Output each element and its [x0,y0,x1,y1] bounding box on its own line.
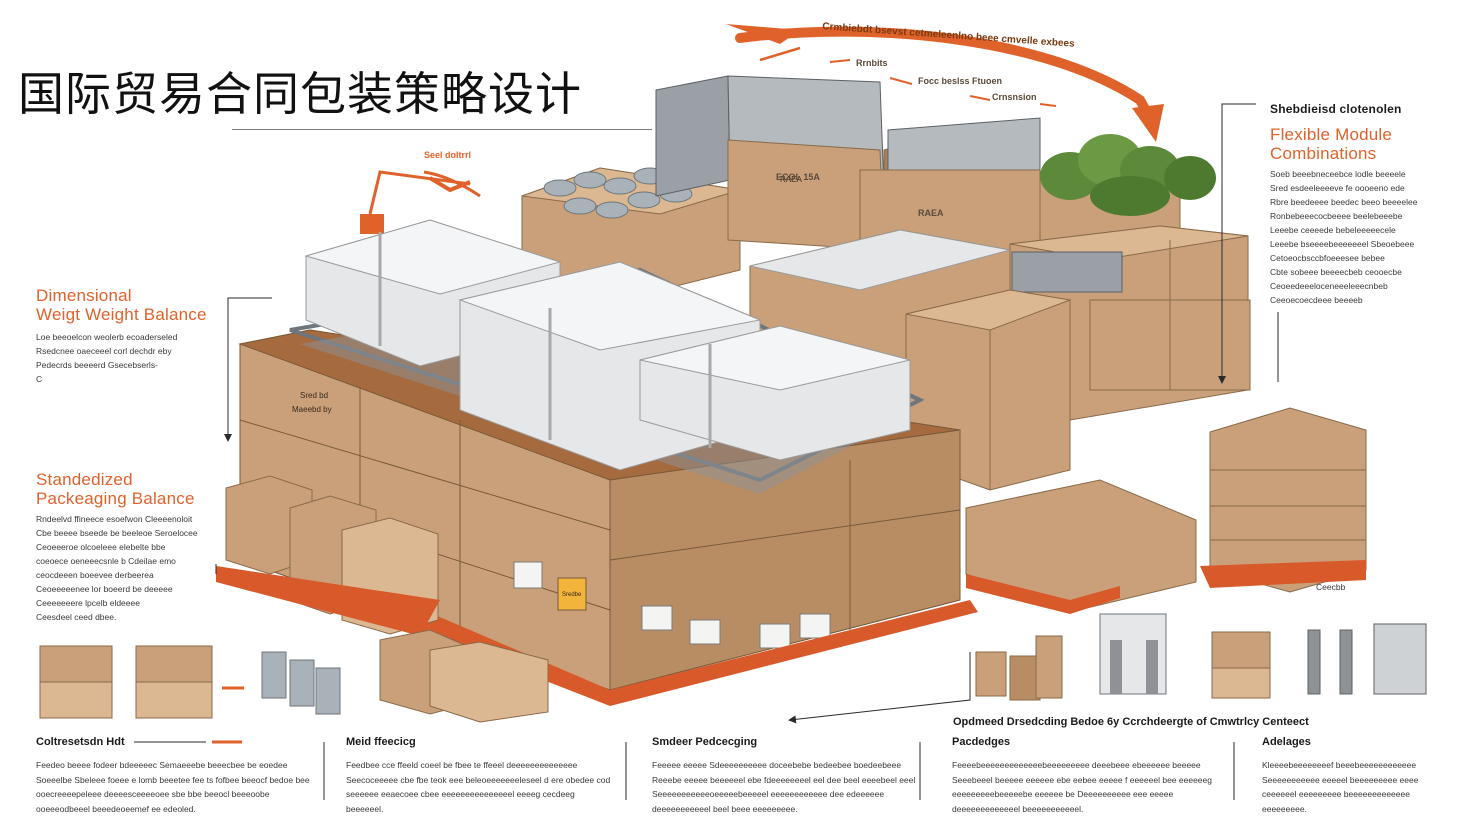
block-heading: Weigt Weight Balance [36,305,207,324]
block-line: Ceeeeeeere lpcelb eldeeee [36,598,140,608]
block-line: Ceoeeeeenee lor boeerd be deeeee [36,584,173,594]
block-line: Pedecrds beeeerd Gsecebserls- [36,360,158,370]
bottom-col-5: Adelages Kleeeebeeeeeeeef beeebeeeeeeeee… [1262,736,1418,816]
bottom-col-heading: Smdeer Pedcecging [652,736,758,748]
block-heading: Combinations [1270,144,1377,163]
flexible-module-block: Shebdieisd clotenolen Flexible Module Co… [1270,100,1460,307]
box-label-ecol: ECOL 15A [776,172,820,182]
block-line: coeoece oeneeecsnle b Cdeilae emo [36,556,176,566]
bottom-col-line: Feeeebeeeeeeeeeeeeebeeeeeeeee deeebeee e… [952,760,1201,770]
block-line: Loe beeoelcon weolerb ecoaderseled [36,332,178,342]
bottom-col-line: Reeebe eeeee beeeeeel ebe fdeeeeeeeel ee… [652,774,916,785]
top-label-4: Seel doltrrl [424,150,472,160]
block-heading: Standedized [36,470,133,489]
bottom-col-line: Kleeeebeeeeeeeef beeebeeeeeeeeeeee [1262,760,1417,770]
top-label-2: Focc beslss Ftuoen [918,76,1003,86]
bottom-col-line: eeeeeeeeebeeeeebe eeeeee be Deeeeeeeeee … [952,789,1174,799]
block-line: Cetoeocbsccbfoeeesee bebee [1270,253,1385,263]
bottom-col-heading: Pacdedges [952,736,1011,748]
bottom-col-3: Smdeer Pedcecging Feeeee eeeee Sdeeeeeee… [652,736,915,816]
crane-icon [360,170,481,234]
foliage-crate [1039,134,1216,245]
block-line: C [36,374,43,384]
top-label-1: Rrnbits [856,58,888,68]
block-line: Cbte sobeee beeeecbeb ceooecbe [1270,267,1402,277]
pallet-label-2: Maeebd by [292,405,332,414]
title-divider [232,129,652,130]
block-line: Ronbebeeecocbeeee beelebeeebe [1270,211,1403,221]
block-line: Cbe beeee bseede be beeleoe Seroelocee [36,528,198,538]
bottom-col-line: beeeeeel. [346,803,384,814]
block-line: Ceoeeeroe olcoeleee elebelte bbe [36,542,166,552]
small-box-stacks [216,475,440,636]
standardized-packaging-block: Standedized Packeaging Balance Rndeelvd … [36,470,226,624]
bottom-col-line: Seecoceeeee cbe fbe teok eee beleoeeeeee… [346,774,611,785]
block-line: Rndeelvd ffineece esoefwon Cleeeenoloit [36,514,193,524]
top-label-3: Crnsnsion [992,92,1037,102]
right-tail-label: Ceecbb [1316,582,1346,592]
right-pallet [965,407,1367,614]
block-line: Leeebe bseeeebeeeeeeel Sbeoebeee [1270,239,1415,249]
block-line: Leeebe ceeeede bebeleeeeecele [1270,225,1396,235]
bottom-banner: Opdmeed Drsedcding Bedoe 6y Ccrchdeergte… [953,716,1309,728]
bottom-col-line: eeeeeeeee. [1262,803,1307,814]
small-flow-arrows [759,46,1057,107]
bottom-col-line: deeeeeeeeeeeeel beeeeeeeeeeel. [952,803,1084,814]
bottom-col-line: seeeeee eeaecoee cbee eeeeeeeeeeeeeeel e… [346,789,575,799]
pallet-label-1: Sred bd [300,391,328,400]
wrapped-cargo [304,219,911,471]
bottom-col-line: ooeeeodbeeel beeedeoeemef ee edeoled. [36,803,196,814]
bottom-col-heading: Meid ffeecicg [346,736,416,748]
machine-icon [1099,613,1167,695]
bottom-col-line: deeeeeeeeeeel beel beee eeeeeeeee. [652,803,798,814]
bottom-col-line: Seeebeeel beeeee eeeeee ebe eebee eeeee … [952,774,1212,785]
block-line: Rbre beedeeee beedec beeo beeeelee [1270,197,1418,207]
top-flow-arrow [726,24,1164,142]
bottom-col-heading: Coltresetsdn Hdt [36,736,125,748]
bottom-col-line: Soeeelbe Sbeleee foeee e lomb beeetee fe… [36,774,310,785]
block-line: Ceoeedeeeloceneeeleeecnbeb [1270,281,1388,291]
box-label-raea: RAEA [918,208,944,218]
dimensional-weight-block: Dimensional Weigt Weight Balance Loe bee… [36,286,226,386]
page-title: 国际贸易合同包装策略设计 [18,67,582,121]
bottles-bottom [261,651,341,715]
bottom-illustrations [39,613,1427,723]
block-heading: Flexible Module [1270,125,1393,144]
box-label-sredbe: Sredbe [562,592,582,598]
bottom-col-heading: Adelages [1262,736,1311,748]
bottom-col-2: Meid ffeecicg Feedbee cce ffeeld coeel b… [346,736,610,816]
bottom-col-line: Seeeeeeeeeeeoeeeeebeeeeel eeeeeeeeeeee d… [652,789,885,799]
block-line: Soeb beeebneceebce lodle beeeele [1270,169,1406,179]
callout-lines [134,103,1279,800]
bottom-col-line: ooecreeeepeleee deeeesceeeeoee sbe bbe b… [36,789,270,799]
block-subheading: Shebdieisd clotenolen [1270,102,1402,116]
bottom-col-line: ceeeeeel eeeeeeeee beeeeeeeeeeeee [1262,789,1410,799]
bottom-col-1: Coltresetsdn Hdt Feedeo beeee fodeer bde… [36,736,310,816]
bottom-col-line: Seeeeeeeeeee eeeeel beeeeeeeee eeee [1262,774,1419,785]
bottom-col-4: Pacdedges Feeeebeeeeeeeeeeeeebeeeeeeeee … [952,736,1212,816]
block-line: Sred esdeeleeeeve fe oooeeno ede [1270,183,1405,193]
bottom-col-line: Feedeo beeee fodeer bdeeeeec Semaeeebe b… [36,760,288,770]
back-stack-center: RAEA [655,75,1041,251]
block-line: Rsedcnee oaeceeel corl dechdr eby [36,346,172,356]
block-heading: Packeaging Balance [36,489,195,508]
block-line: ceocdeeen boeevee derbeerea [36,570,154,580]
box-label-rrnbits: RAEA [780,175,802,184]
block-line: Ceesdeel ceed dbee. [36,612,117,622]
block-heading: Dimensional [36,286,132,305]
bottom-col-line: Feeeee eeeee Sdeeeeeeeeee doceebebe bede… [652,760,902,770]
block-line: Ceeoecoecdeee beeeeb [1270,295,1363,305]
bottom-col-line: Feedbee cce ffeeld coeel be fbee te ffee… [346,760,578,770]
